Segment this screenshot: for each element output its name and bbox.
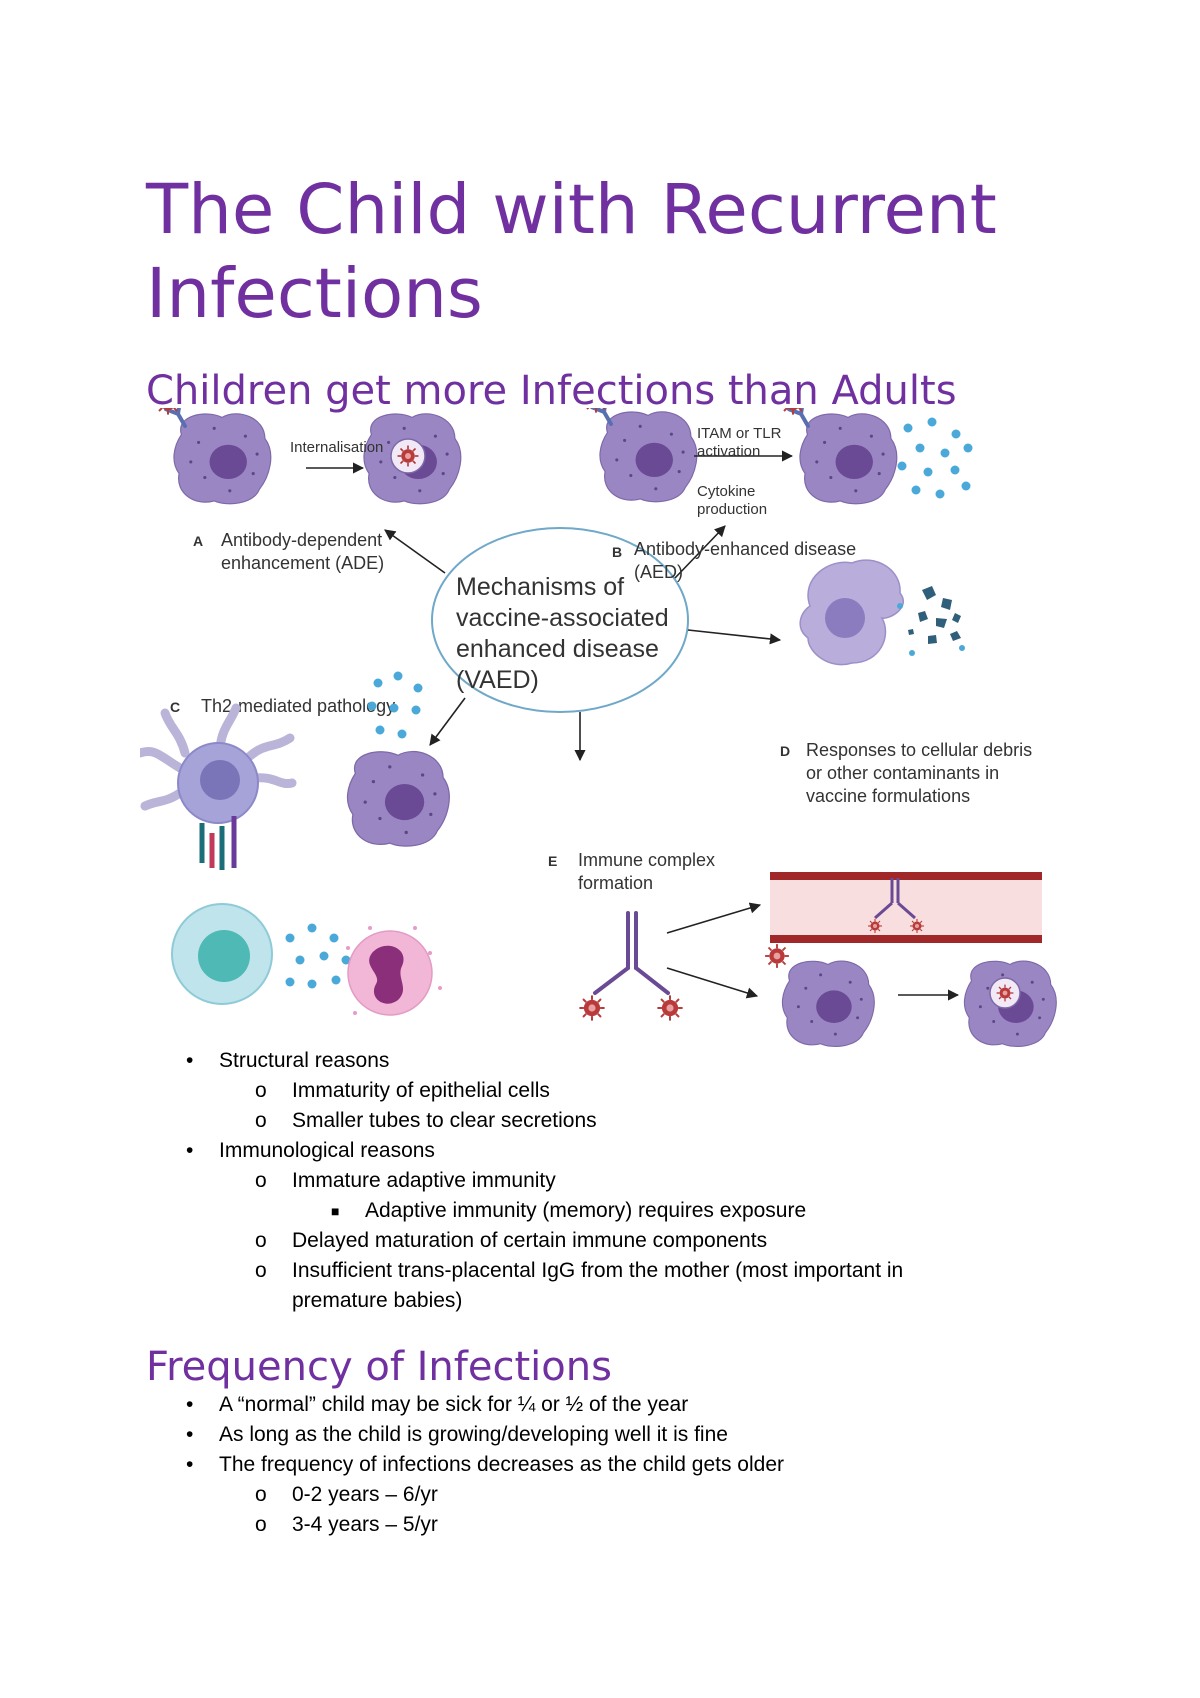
cytokine-label-1: Cytokine [697,483,755,500]
itam-label-2: activation [697,443,760,460]
panel-d-title-2: or other contaminants in [806,763,999,783]
section-heading-frequency: Frequency of Infections [146,1344,612,1390]
panel-b-title-2: (AED) [634,562,683,582]
internalisation-label: Internalisation [290,439,383,456]
center-line-4: (VAED) [456,666,539,694]
panel-d-title-3: vaccine formulations [806,786,970,806]
center-label: Mechanisms of vaccine-associated enhance… [456,573,669,694]
panel-e-letter: E [548,853,557,869]
center-line-1: Mechanisms of [456,573,624,601]
cytokine-dots-b [897,417,973,499]
panel-a: Internalisation A Antibody-dependent enh… [154,408,462,573]
panel-c-title: Th2-mediated pathology [201,696,395,716]
panel-e-title-2: formation [578,873,653,893]
itam-label-1: ITAM or TLR [697,425,782,442]
panel-a-letter: A [193,533,203,549]
panel-e-title-1: Immune complex [578,850,715,870]
section-heading-children: Children get more Infections than Adults [146,368,957,414]
panel-b: ITAM or TLR activation Cytokine producti… [582,408,973,582]
arrow-to-a [384,529,446,574]
panel-e: E Immune complex formation [548,850,1057,1047]
panel-b-letter: B [612,544,622,560]
arrow-to-b [674,525,726,579]
vaed-mechanisms-figure: Mechanisms of vaccine-associated enhance… [140,408,1080,1048]
center-line-3: enhanced disease [456,635,659,663]
panel-a-title-1: Antibody-dependent [221,530,382,550]
page-title: The Child with Recurrent Infections [146,170,997,334]
center-line-2: vaccine-associated [456,604,669,632]
panel-d-letter: D [780,743,790,759]
panel-d-title-1: Responses to cellular debris [806,740,1032,760]
panel-c-letter: C [170,699,180,715]
cytokine-label-2: production [697,501,767,518]
panel-c: C Th2-mediated pathology [140,671,450,1016]
panel-b-title-1: Antibody-enhanced disease [634,539,856,559]
arrow-to-c [429,697,466,746]
arrow-to-d [687,629,782,645]
panel-d: D Responses to cellular debris or other … [780,559,1032,806]
panel-a-title-2: enhancement (ADE) [221,553,384,573]
